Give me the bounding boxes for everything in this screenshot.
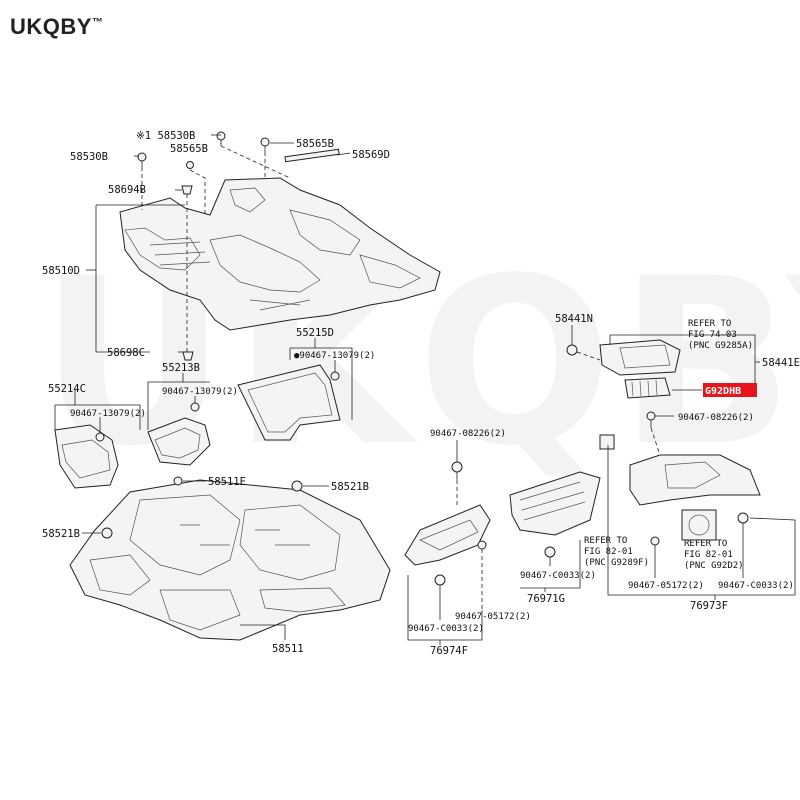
label-90467-05172-b: 90467-05172(2) (455, 612, 531, 622)
label-90467-C0033-b: 90467-C0033(2) (718, 581, 794, 591)
clip-90467-C0033-a[interactable] (544, 546, 556, 558)
clip-58521B-b[interactable] (101, 527, 113, 539)
label-58441E: 58441E (762, 357, 800, 369)
part-G92DHB[interactable] (624, 377, 671, 399)
label-G92DHB: G92DHB (705, 386, 741, 397)
tray-58441E[interactable] (599, 339, 681, 376)
label-90467-C0033-c: 90467-C0033(2) (408, 624, 484, 634)
label-ref74-line2: FIG 74-03 (688, 330, 737, 340)
clip-90467-05172-b[interactable] (477, 540, 487, 550)
clip-58521B-a[interactable] (291, 480, 303, 492)
label-90467-C0033-a: 90467-C0033(2) (520, 571, 596, 581)
label-58530B-star: ※1 58530B (136, 130, 195, 142)
clip-90467-05172-a[interactable] (650, 536, 660, 546)
label-55213B: 55213B (162, 362, 200, 374)
clip-90467-13079-b[interactable] (190, 402, 200, 412)
label-58510D: 58510D (42, 265, 80, 277)
label-ref74-line1: REFER TO (688, 319, 731, 329)
label-76974F: 76974F (430, 645, 468, 657)
label-58565B-b: 58565B (170, 143, 208, 155)
label-ref82a-line3: (PNC G9289F) (584, 558, 649, 568)
clip-58530B-star[interactable] (216, 131, 226, 146)
label-90467-08226-b: 90467-08226(2) (678, 413, 754, 423)
label-ref82b-line3: (PNC G92D2) (684, 561, 744, 571)
clip-90467-08226-a[interactable] (451, 461, 463, 480)
label-55214C: 55214C (48, 383, 86, 395)
panel-76973F[interactable] (629, 454, 761, 506)
label-58694B: 58694B (108, 184, 146, 196)
label-58521B-a: 58521B (331, 481, 369, 493)
clip-58565B-a[interactable] (260, 137, 270, 152)
clip-58694B[interactable] (181, 185, 193, 195)
label-58511: 58511 (272, 643, 304, 655)
floor-58511[interactable] (69, 479, 391, 641)
label-ref82a-line1: REFER TO (584, 536, 627, 546)
label-90467-13079-a: 90467-13079(2) (70, 409, 146, 419)
label-58441N: 58441N (555, 313, 593, 325)
bracket-small[interactable] (599, 434, 615, 450)
label-90467-05172-a: 90467-05172(2) (628, 581, 704, 591)
label-ref82b-line2: FIG 82-01 (684, 550, 733, 560)
panel-76974F[interactable] (404, 504, 491, 566)
label-90467-13079-b: 90467-13079(2) (162, 387, 238, 397)
clip-90467-C0033-b[interactable] (737, 512, 749, 524)
label-ref74-line3: (PNC G9285A) (688, 341, 753, 351)
clip-58565B-b[interactable] (186, 161, 194, 169)
speaker-box[interactable] (681, 509, 717, 541)
clip-58698C[interactable] (182, 351, 194, 361)
clip-90467-08226-b[interactable] (646, 411, 656, 428)
label-ref82b-line1: REFER TO (684, 539, 727, 549)
clip-58441N[interactable] (566, 344, 578, 356)
label-58698C: 58698C (107, 347, 145, 359)
panel-76971G[interactable] (509, 471, 601, 536)
label-58565B-a: 58565B (296, 138, 334, 150)
label-58530B: 58530B (70, 151, 108, 163)
label-58521B-b: 58521B (42, 528, 80, 540)
brand-name: UKQBY (10, 14, 92, 39)
mat-55213B[interactable] (147, 417, 211, 466)
strip-58569D[interactable] (284, 148, 340, 163)
floor-carpet-58510D[interactable] (119, 177, 441, 331)
clip-90467-13079-c[interactable] (330, 371, 340, 381)
label-90467-08226-a: 90467-08226(2) (430, 429, 506, 439)
highlight-box (703, 383, 757, 397)
brand-logo: UKQBY™ (10, 14, 103, 40)
mat-55214C[interactable] (54, 424, 119, 489)
label-76971G: 76971G (527, 593, 565, 605)
label-ref82a-line2: FIG 82-01 (584, 547, 633, 557)
label-76973F: 76973F (690, 600, 728, 612)
clip-58511E[interactable] (173, 476, 183, 486)
brand-tm: ™ (91, 16, 104, 29)
mat-55215D[interactable] (237, 364, 341, 441)
clip-58530B[interactable] (137, 152, 147, 167)
clip-90467-13079-a[interactable] (95, 432, 105, 442)
clip-90467-C0033-c[interactable] (434, 574, 446, 586)
label-58511E: 58511E (208, 476, 246, 488)
label-58569D: 58569D (352, 149, 390, 161)
label-90467-13079-c: ●90467-13079(2) (294, 351, 375, 361)
label-55215D: 55215D (296, 327, 334, 339)
